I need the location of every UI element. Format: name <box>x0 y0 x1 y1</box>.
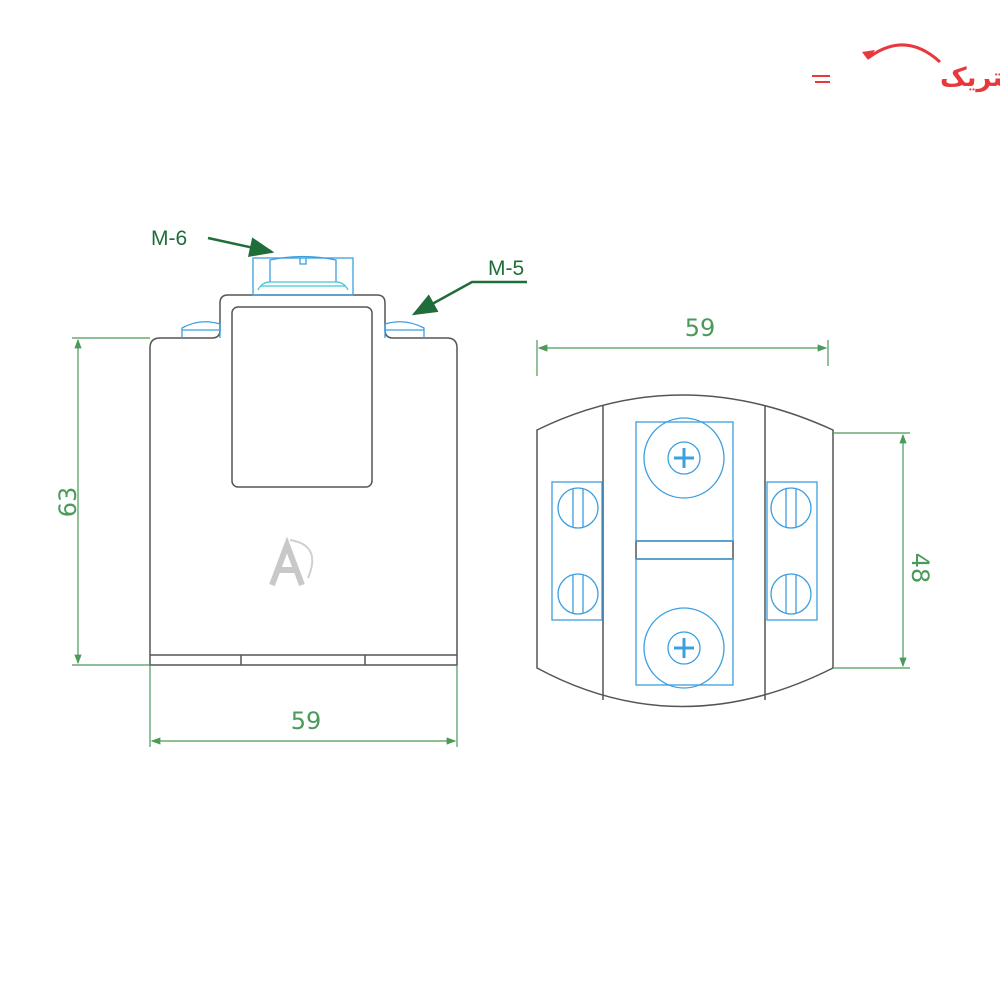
front-height-dimension <box>72 337 150 666</box>
m6-screw-head-bottom <box>643 607 725 689</box>
callout-m6-label: M-6 <box>151 227 187 250</box>
window-opening <box>231 306 373 488</box>
m6-screw-head-top <box>643 417 725 499</box>
front-view <box>149 294 458 666</box>
front-width-value: 59 <box>291 707 322 735</box>
body-outline <box>149 294 458 666</box>
front-height-value: 63 <box>54 487 82 518</box>
brand-logo: آرتا الکتریک <box>812 43 1000 93</box>
top-width-dimension <box>536 340 829 376</box>
top-height-value: 48 <box>906 553 934 584</box>
m6-screw <box>252 255 354 296</box>
top-width-value: 59 <box>685 314 716 342</box>
front-width-dimension <box>149 665 458 747</box>
m5-screw-right <box>384 321 425 338</box>
callout-m5-label: M-5 <box>488 257 524 280</box>
watermark <box>269 536 314 587</box>
callout-m5-arrow <box>411 280 527 316</box>
callout-m6-arrow <box>207 236 275 257</box>
logo-text: آرتا الکتریک <box>940 61 1000 93</box>
m5-screw-left <box>181 321 221 338</box>
top-height-dimension <box>833 432 910 669</box>
top-screws <box>551 417 818 689</box>
